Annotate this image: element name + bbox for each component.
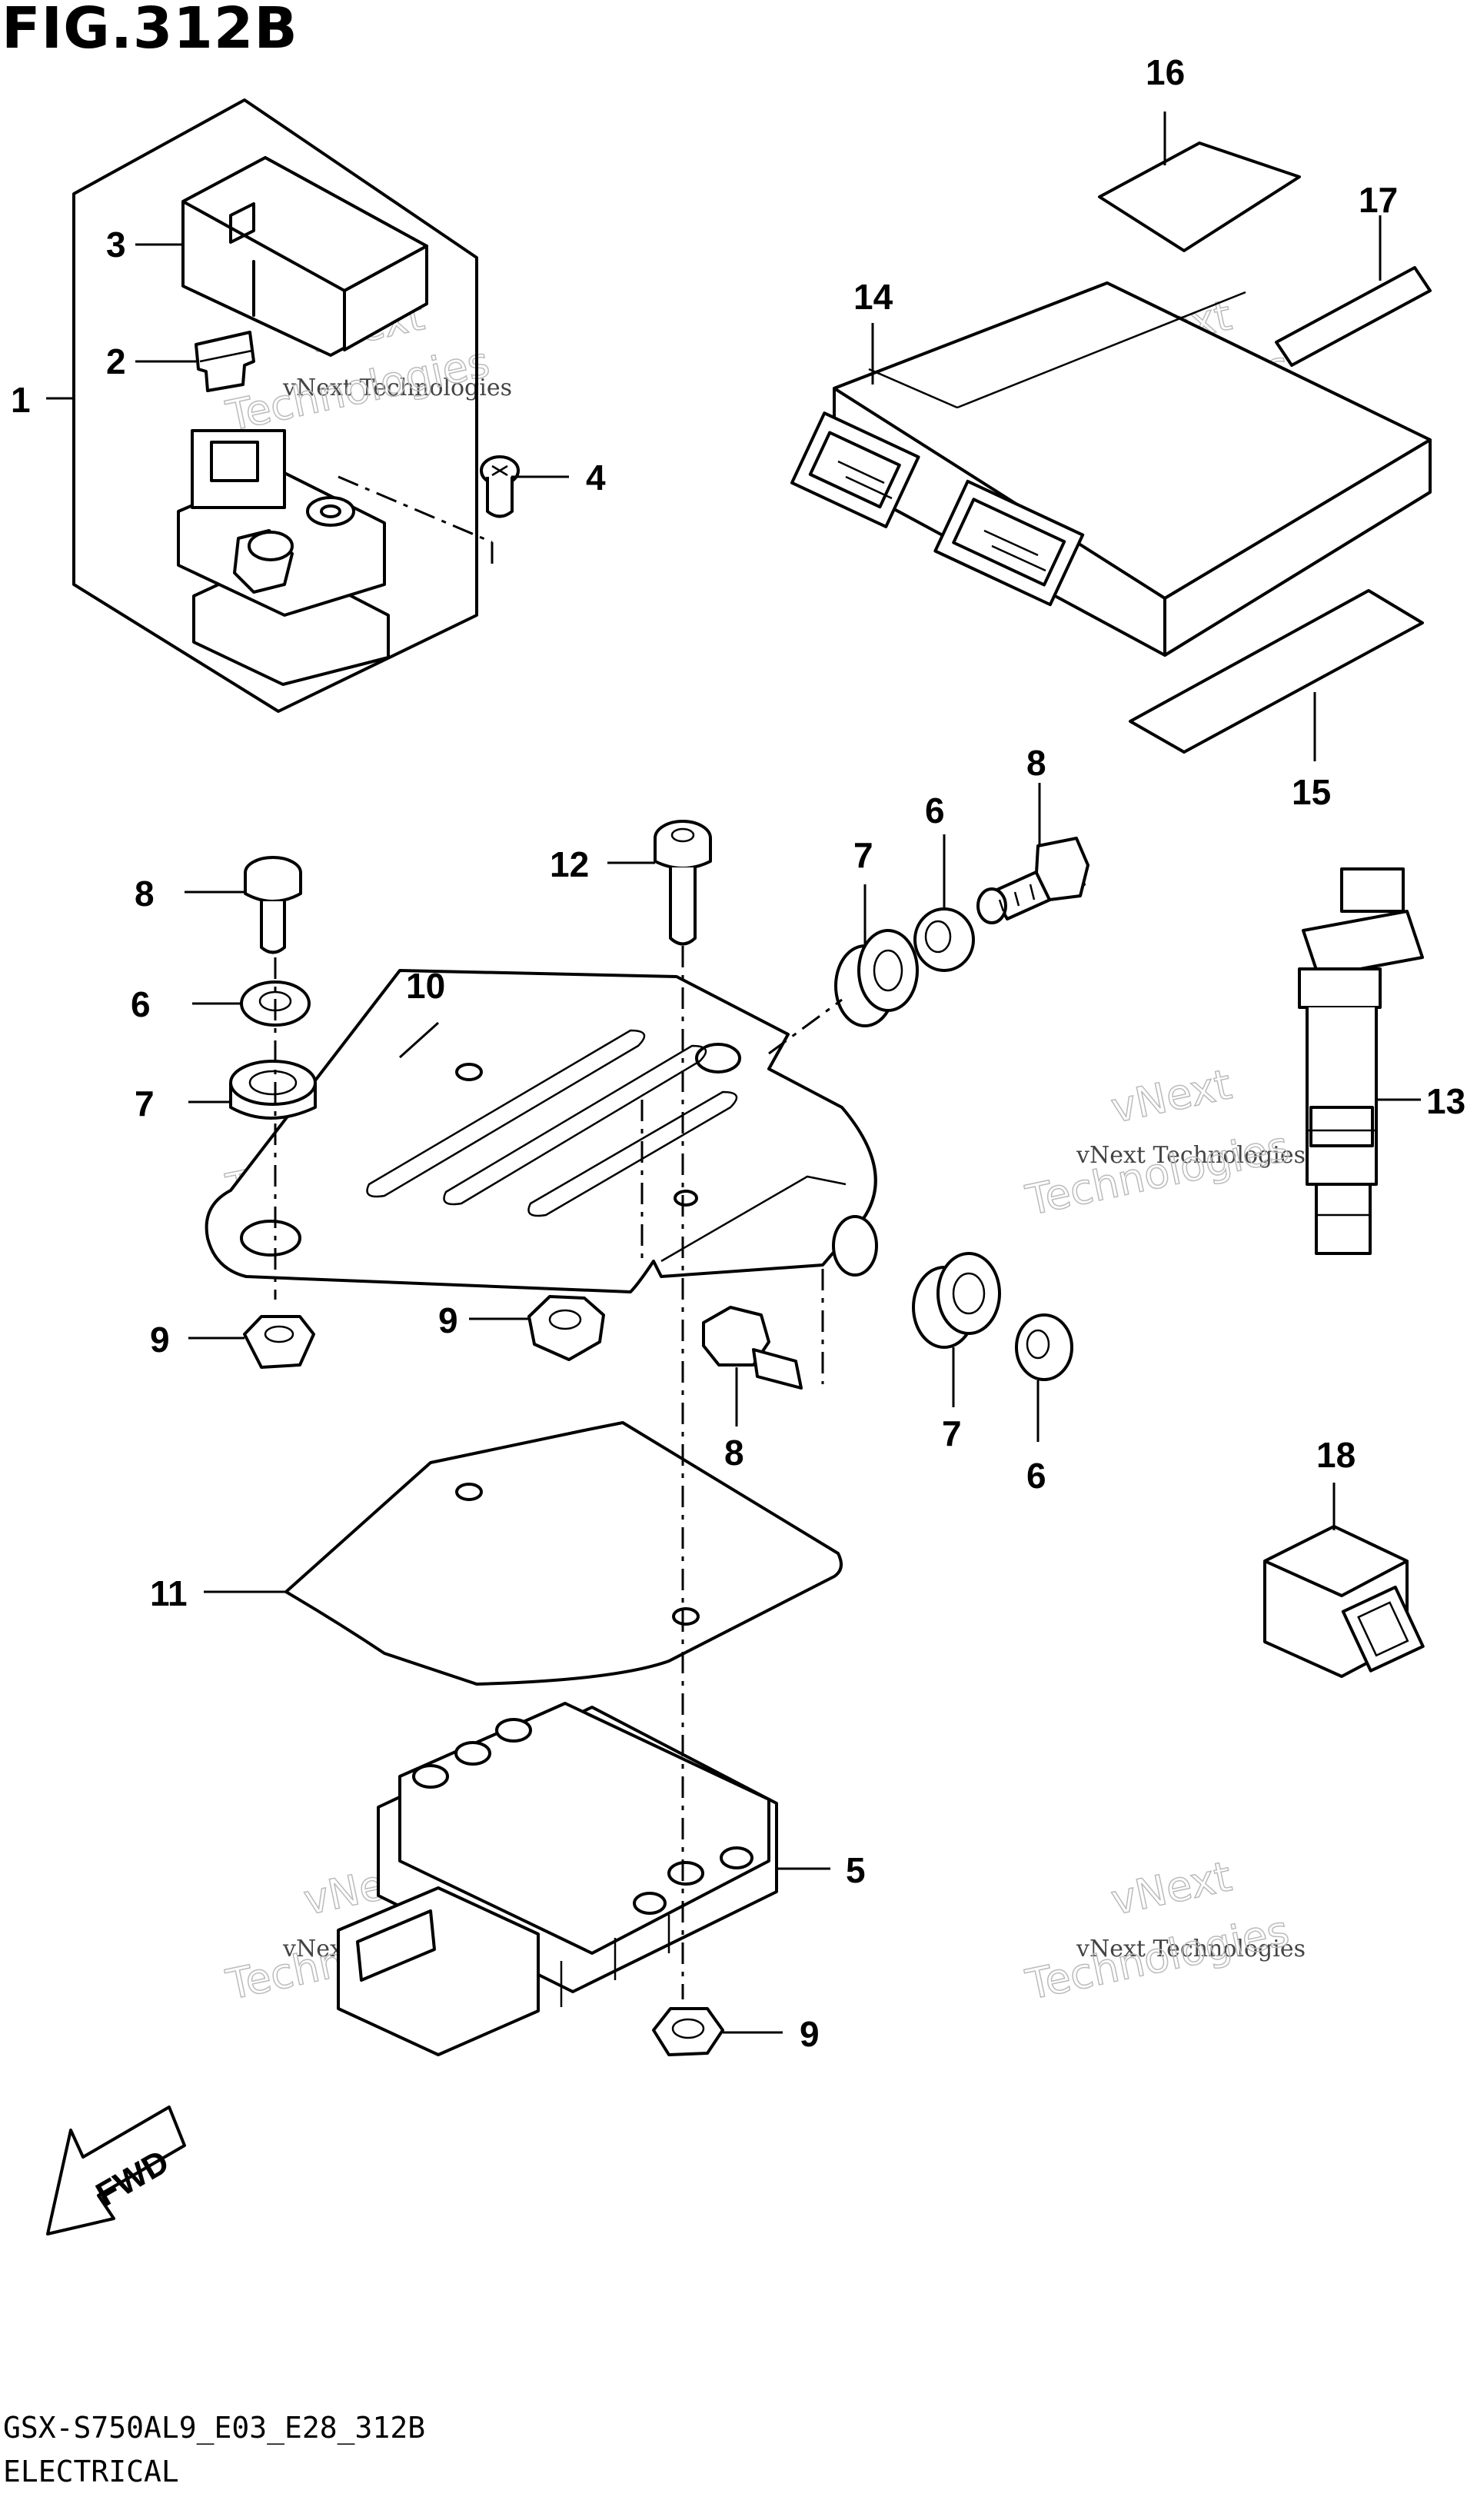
bolt-part-8-upper [976,837,1089,924]
callout-8-left: 8 [135,874,155,914]
tape-part-15 [1129,589,1424,754]
callout-2: 2 [106,341,126,381]
svg-text:vNext: vNext [1107,1060,1236,1132]
nut-part-9-middle [527,1295,605,1361]
bracket-part-10 [205,969,878,1293]
figure-title: FIG.312B [2,0,298,62]
bolt-part-8-lower [702,1306,803,1390]
callout-16: 16 [1146,52,1185,92]
svg-text:vNext Technologies: vNext Technologies [282,375,512,401]
svg-text:vNext Technologies: vNext Technologies [1076,1936,1306,1962]
callout-14: 14 [853,277,893,317]
svg-text:Technologies: Technologies [1022,1906,1293,2009]
ecm-part-14 [790,281,1432,657]
callout-17: 17 [1359,180,1398,220]
bolt-part-12 [654,820,712,946]
nut-part-9-bottom [652,2007,724,2056]
callout-10: 10 [406,966,445,1006]
svg-text:vNext: vNext [1107,1852,1236,1924]
caption-section: ELECTRICAL [3,2455,179,2488]
fuse-part-2 [195,331,255,392]
cushion-part-7-upper [834,929,919,1027]
screw-part-4 [480,455,520,518]
callout-7-lower: 7 [942,1413,962,1453]
spacer-part-6-upper [913,907,975,972]
sensor-part-13 [1298,867,1424,1255]
callout-3: 3 [106,225,126,265]
callout-6-upper: 6 [925,791,945,831]
leader-lines [46,112,1421,2034]
bolt-part-8-left [244,856,302,954]
regulator-part-5 [337,1702,778,2056]
callout-8-upper: 8 [1026,743,1046,783]
svg-text:Technologies: Technologies [1022,1122,1293,1225]
callout-6-left: 6 [131,984,151,1024]
callout-4: 4 [586,458,606,498]
callout-7-upper: 7 [853,835,873,875]
callout-12: 12 [550,844,589,884]
assembly-outline [72,98,478,713]
callout-8-lower: 8 [724,1433,744,1473]
relay-body-part-1 [177,429,494,686]
tape-part-17 [1275,266,1432,367]
callout-13: 13 [1426,1081,1465,1121]
callout-9-bottom: 9 [800,2014,820,2054]
callout-5: 5 [846,1850,866,1890]
fwd-arrow-icon: FWD [46,2106,186,2235]
plate-part-11 [284,1421,843,1686]
spacer-part-6-lower [1015,1313,1073,1381]
svg-text:vNext Technologies: vNext Technologies [1076,1142,1306,1169]
cushion-part-7-lower [912,1252,1001,1349]
callout-18: 18 [1316,1435,1356,1475]
pad-part-16 [1098,141,1301,252]
watermark-4: vNext Technologies vNext Technologies [1021,1060,1306,1226]
connector-part-18 [1263,1525,1425,1678]
cushion-part-7-left [229,1060,317,1120]
callout-9-middle: 9 [438,1300,458,1340]
relay-cover-part-3 [181,156,428,357]
callout-11: 11 [150,1573,188,1613]
watermark-6: vNext Technologies vNext Technologies [1021,1852,1306,2010]
callout-7-left: 7 [135,1084,155,1124]
callout-9-left: 9 [150,1320,170,1360]
callout-6-lower: 6 [1026,1456,1046,1496]
centerline-upper-right [768,998,843,1055]
nut-part-9-left [243,1315,315,1369]
caption-model: GSX-S750AL9_E03_E28_312B [3,2411,426,2445]
callout-15: 15 [1292,772,1331,812]
callout-1: 1 [11,380,31,420]
